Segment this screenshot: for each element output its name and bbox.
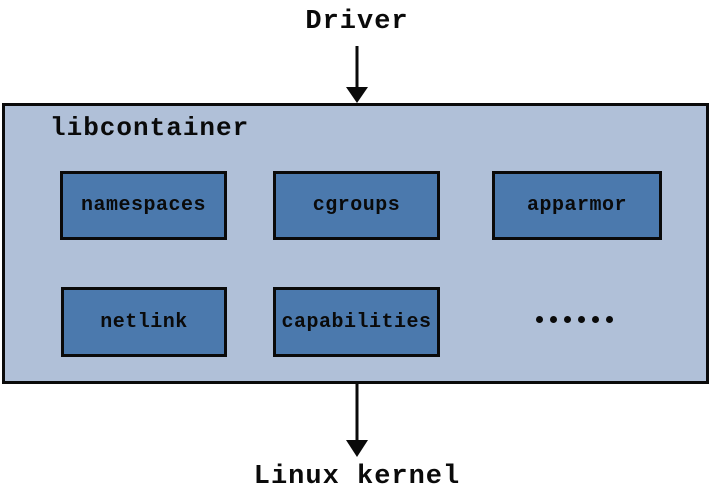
driver-label: Driver xyxy=(305,7,409,37)
module-box-cgroups: cgroups xyxy=(273,171,440,240)
dot xyxy=(592,316,599,323)
dot xyxy=(536,316,543,323)
linux-kernel-label: Linux kernel xyxy=(253,462,461,492)
module-box-namespaces: namespaces xyxy=(60,171,227,240)
module-label-capabilities: capabilities xyxy=(281,310,432,334)
module-box-apparmor: apparmor xyxy=(492,171,662,240)
down-arrow-top-icon xyxy=(345,46,369,108)
module-label-apparmor: apparmor xyxy=(526,194,627,217)
down-arrow-bottom-icon xyxy=(345,384,369,462)
libcontainer-title: libcontainer xyxy=(50,113,250,143)
module-label-cgroups: cgroups xyxy=(312,194,401,217)
dot xyxy=(564,316,571,323)
dot xyxy=(550,316,557,323)
ellipsis-dots-icon xyxy=(536,316,662,324)
dot xyxy=(606,316,613,323)
module-label-netlink: netlink xyxy=(100,310,188,334)
module-box-netlink: netlink xyxy=(61,287,227,357)
module-label-namespaces: namespaces xyxy=(80,194,207,217)
dot xyxy=(578,316,585,323)
module-box-capabilities: capabilities xyxy=(273,287,440,357)
